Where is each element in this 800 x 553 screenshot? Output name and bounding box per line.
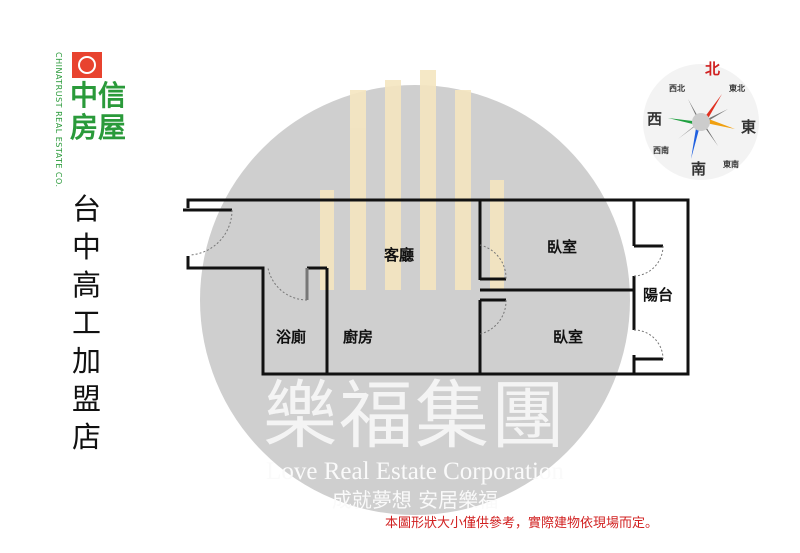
compass-nw: 西北 xyxy=(669,83,685,93)
compass-w: 西 xyxy=(647,110,663,128)
logo-english: CHINATRUST REAL ESTATE CO. xyxy=(54,52,63,188)
watermark-brand: 樂福集團 xyxy=(263,373,567,459)
watermark-slogan: 成就夢想 安居樂福 xyxy=(331,488,499,512)
compass-sw: 西南 xyxy=(653,145,669,155)
room-bedroom-2: 臥室 xyxy=(553,328,584,346)
room-bedroom-1: 臥室 xyxy=(547,238,578,256)
watermark-buildings xyxy=(320,70,504,290)
room-living: 客廳 xyxy=(384,246,415,264)
compass-se: 東南 xyxy=(723,159,739,169)
room-kitchen: 廚房 xyxy=(343,328,374,346)
compass-rose-icon xyxy=(668,94,735,159)
compass: 北 東北 東 東南 南 西南 西 西北 xyxy=(643,60,759,180)
watermark-circle xyxy=(200,85,630,515)
room-balcony: 陽台 xyxy=(643,286,674,304)
room-bathroom: 浴廁 xyxy=(276,328,307,346)
compass-ne: 東北 xyxy=(729,83,745,93)
disclaimer-note: 本圖形狀大小僅供參考，實際建物依現場而定。 xyxy=(385,516,659,531)
logo-chinese: 中信房屋 xyxy=(70,79,127,144)
watermark-english: Love Real Estate Corporation xyxy=(266,458,564,485)
compass-n: 北 xyxy=(705,60,721,78)
compass-e: 東 xyxy=(741,118,757,136)
compass-s: 南 xyxy=(691,160,707,178)
logo-icon xyxy=(72,52,102,78)
store-name: 台中高工加盟店 xyxy=(72,192,102,454)
